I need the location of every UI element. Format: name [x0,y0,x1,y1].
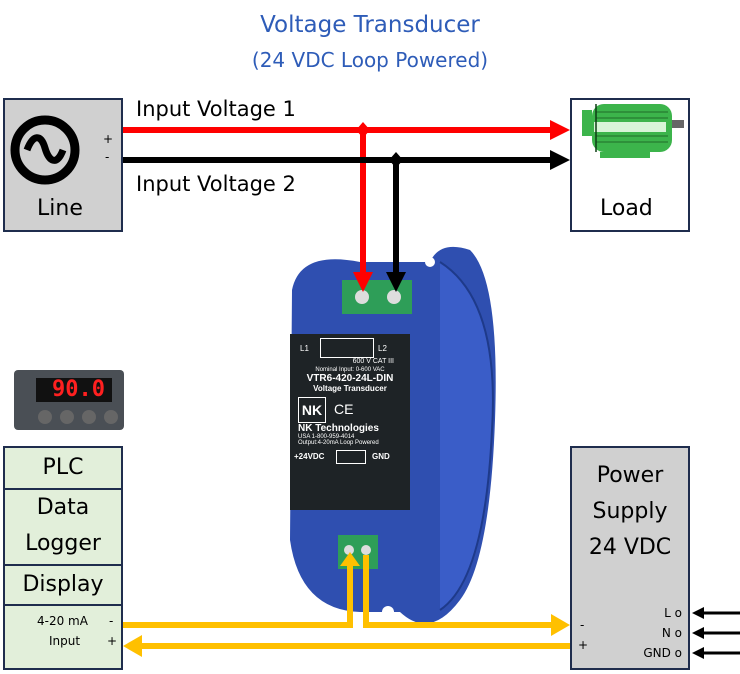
device-rating: 600 V CAT III [352,358,394,365]
device-type: Voltage Transducer [313,384,387,393]
device-output: Output:4-20mA Loop Powered [298,440,379,446]
screw-l2 [387,290,401,304]
meter-button-ok [104,410,118,424]
plc-row: PLC [5,448,121,490]
load-box: Load [570,98,690,232]
display-row: Display [5,566,121,606]
line-label: Line [37,196,83,221]
terminal-gnd-label: GND [372,452,390,461]
input-voltage-1-label: Input Voltage 1 [136,97,296,121]
power-label-line1: Power [596,463,664,488]
meter-reading: 90.0 [52,377,105,402]
screw-l1 [355,290,369,304]
power-terminal-gnd: GND o [643,646,682,660]
power-label-line2: Supply [592,499,668,524]
line-plus: + [103,132,114,146]
plc-input-label-2: Input [49,634,81,648]
power-plus: + [578,638,589,652]
load-label: Load [600,196,653,221]
terminal-24vdc-label: +24VDC [294,452,325,461]
transducer-device [290,246,496,624]
diagram-title: Voltage Transducer [260,12,480,38]
terminal-l2-label: L2 [378,344,387,353]
power-label-line3: 24 VDC [588,535,672,560]
mains-input-arrows [692,607,740,659]
device-nominal-input: Nominal Input: 0-600 VAC [315,367,385,373]
plc-input-plus: + [107,634,118,648]
black-arrow-icon [550,150,570,170]
device-brand: NK Technologies [298,423,379,434]
meter-button-up [60,410,74,424]
device-phone: USA 1-800-959-4014 [298,434,355,440]
line-source-box: + - Line [3,98,123,232]
ac-source-icon [10,115,80,185]
device-model: VTR6-420-24L-DIN [306,373,394,384]
power-supply-box: Power Supply 24 VDC - + L o N o GND o [570,446,690,670]
meter-button-set [38,410,52,424]
top-terminal-block [342,280,412,314]
plc-input-minus: - [109,614,114,628]
motor-icon [582,104,684,158]
output-terminal-icon [336,450,366,464]
data-logger-row: Data Logger [5,490,121,566]
diagram-subtitle: (24 VDC Loop Powered) [251,48,489,72]
power-minus: - [580,618,585,632]
nk-logo-icon: NK [298,397,326,423]
input-voltage-2-label: Input Voltage 2 [136,172,296,196]
ce-mark: CE [334,401,354,417]
plc-box: PLC Data Logger Display 4-20 mA - Input … [3,446,123,670]
line-minus: - [105,150,110,164]
power-terminal-n: N o [661,626,682,640]
device-label-text: L1 L2 600 V CAT III Nominal Input: 0-600… [292,338,408,464]
plc-input-label-1: 4-20 mA [37,614,88,628]
red-arrow-icon [550,120,570,140]
power-terminal-l: L o [664,606,682,620]
terminal-l1-label: L1 [300,344,309,353]
meter-button-down [82,410,96,424]
panel-meter: 90.0 [14,370,124,430]
loop-wires [123,552,570,657]
input-terminal-icon [320,338,374,358]
